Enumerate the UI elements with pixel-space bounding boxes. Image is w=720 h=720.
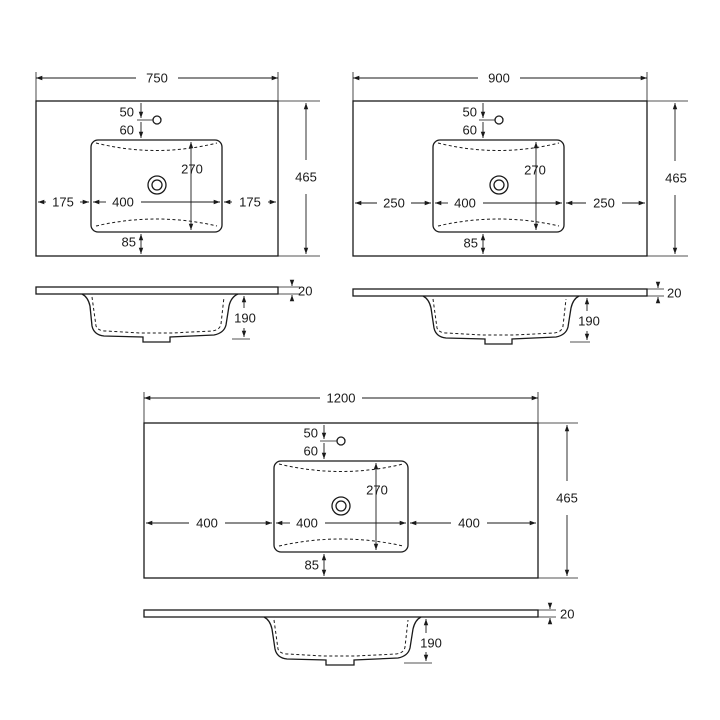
bowl-depth-label: 270	[524, 163, 546, 178]
drain-icon	[147, 175, 167, 195]
side-view-900: 20 190	[352, 281, 681, 345]
side-view-750: 20 190	[35, 279, 312, 343]
bowl-depth-label: 270	[366, 483, 388, 498]
side-left-label: 250	[383, 196, 405, 211]
bowl-length-label: 400	[112, 195, 134, 210]
front-label: 85	[464, 236, 478, 251]
bowl-height-label: 190	[578, 314, 600, 329]
side-left-label: 400	[196, 516, 218, 531]
countertop-profile	[352, 288, 648, 297]
bowl-outline	[432, 139, 565, 233]
thickness-label: 20	[667, 286, 681, 301]
side-left-label: 175	[52, 195, 74, 210]
bowl-length-label: 400	[296, 516, 318, 531]
bowl-outline	[273, 460, 409, 553]
width-label: 900	[488, 71, 510, 86]
bowl-length-label: 400	[454, 196, 476, 211]
side-view-1200: 20 190	[143, 602, 574, 666]
tap-hole-icon	[336, 436, 346, 446]
tap-from-edge-label: 50	[463, 105, 477, 120]
countertop-outline	[143, 422, 539, 579]
depth-label: 465	[556, 491, 578, 506]
side-right-label: 400	[458, 516, 480, 531]
width-label: 750	[146, 71, 168, 86]
countertop-outline	[35, 100, 279, 257]
side-right-label: 175	[239, 195, 261, 210]
top-view-1200: 1200 50 60 270 400 400 400 85 465	[143, 391, 578, 579]
width-label: 1200	[327, 391, 356, 406]
side-right-label: 250	[593, 196, 615, 211]
top-view-900: 900 50 60 270 400 250 250 85 465	[352, 71, 688, 257]
countertop-outline	[352, 100, 648, 257]
countertop-profile	[35, 286, 279, 295]
depth-label: 465	[295, 170, 317, 185]
basin-profile	[263, 616, 422, 666]
countertop-profile	[143, 609, 539, 618]
tap-to-bowl-label: 60	[304, 444, 318, 459]
tap-to-bowl-label: 60	[463, 123, 477, 138]
bowl-outline	[90, 139, 223, 233]
tap-from-edge-label: 50	[120, 105, 134, 120]
front-label: 85	[305, 558, 319, 573]
top-view-750: 750 50 60 270 400 175 175 85	[35, 71, 320, 257]
basin-profile	[422, 295, 580, 345]
bowl-height-label: 190	[420, 636, 442, 651]
tap-hole-icon	[152, 115, 162, 125]
thickness-label: 20	[298, 284, 312, 299]
tap-from-edge-label: 50	[304, 426, 318, 441]
thickness-label: 20	[560, 607, 574, 622]
bowl-depth-label: 270	[181, 162, 203, 177]
drain-icon	[489, 175, 509, 195]
front-label: 85	[122, 235, 136, 250]
tap-to-bowl-label: 60	[120, 123, 134, 138]
basin-profile	[81, 293, 239, 343]
depth-label: 465	[665, 171, 687, 186]
drain-icon	[331, 496, 351, 516]
bowl-height-label: 190	[234, 311, 256, 326]
tap-hole-icon	[494, 115, 504, 125]
